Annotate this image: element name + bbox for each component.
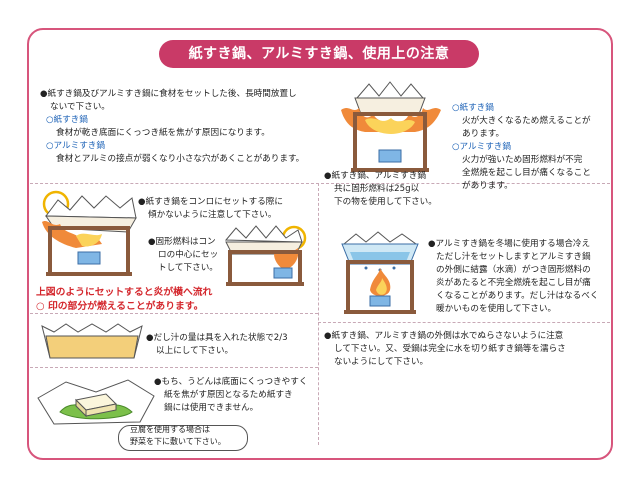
paper-pot-heading: ○紙すき鍋	[46, 115, 88, 125]
tilted-pot-illustration	[42, 190, 137, 276]
fuel-effects-notes: ○紙すき鍋 火が大きくなるため燃えることが あります。 ○アルミすき鍋 火力が強…	[452, 102, 591, 193]
mochi-udon-warning: ●もち、うどんは底面にくっつきやすく 紙を焦がす原因となるため紙すき 鍋には使用…	[154, 376, 307, 415]
text-line: ただし汁をセットしますとアルミすき鍋	[436, 252, 591, 262]
text-line: ロの中心にセッ	[158, 250, 219, 260]
divider	[318, 183, 319, 445]
broth-amount-note: ●だし汁の量は具を入れた状態で2/3 以上にして下さい。	[146, 332, 288, 358]
tofu-on-vegetables-illustration	[37, 379, 155, 425]
text-line: 野菜を下に敷いて下さい。	[130, 437, 226, 446]
aluminum-pot-condensation-illustration	[341, 231, 419, 314]
offset-fuel-pot-illustration	[224, 225, 307, 286]
text-line: ●アルミすき鍋を冬場に使用する場合冷え	[428, 239, 591, 249]
text-line: 食材が乾き底面にくっつき紙を焦がす原因になります。	[56, 128, 270, 138]
text-line: 豆腐を使用する場合は	[130, 425, 210, 434]
text-line: くなることがあります。だし汁はなるべく	[436, 291, 599, 301]
paper-pot-heading: ○紙すき鍋	[452, 103, 494, 113]
text-line: ●紙すき鍋及びアルミすき鍋に食材をセットした後、長時間放置し	[40, 89, 297, 99]
stove-big-flame-illustration	[341, 81, 441, 172]
page-title: 紙すき鍋、アルミすき鍋、使用上の注意	[159, 40, 479, 68]
text-line: ●紙すき鍋をコンロにセットする際に	[138, 197, 283, 207]
aluminum-pot-heading: ○アルミすき鍋	[46, 141, 105, 151]
divider	[30, 313, 318, 314]
text-line: トして下さい。	[158, 263, 218, 273]
text-line: 傾かないように注意して下さい。	[148, 210, 277, 220]
text-line: 鍋には使用できません。	[164, 403, 259, 413]
tofu-note-bubble	[118, 425, 248, 451]
fuel-size-notice: ●紙すき鍋、アルミすき鍋 共に固形燃料は25g以 下の物を使用して下さい。	[324, 170, 437, 209]
text-line: ないで下さい。	[50, 102, 110, 112]
text-line: 炎があたると不完全燃焼を起こし目が痛	[436, 278, 591, 288]
center-fuel-note: ●固形燃料はコン ロの中心にセッ トして下さい。	[148, 236, 218, 275]
divider	[318, 322, 610, 323]
warning-line: 上図のようにセットすると炎が横へ流れ	[36, 287, 213, 298]
text-line: ●もち、うどんは底面にくっつきやすく	[154, 377, 308, 387]
text-line: 紙を焦がす原因となるため紙すき	[164, 390, 293, 400]
text-line: して下さい。又、受鍋は完全に水を切り紙すき鍋等を濡らさ	[334, 344, 566, 354]
warning-line: ○ 印の部分が燃えることがあります。	[36, 301, 204, 312]
text-line: 火力が強いため固形燃料が不完	[462, 155, 583, 165]
broth-level-illustration	[41, 323, 143, 359]
text-line: ●紙すき鍋、アルミすき鍋の外側は水でぬらさないように注意	[324, 331, 564, 341]
text-line: ●紙すき鍋、アルミすき鍋	[324, 171, 426, 181]
text-line: 火が大きくなるため燃えることが	[462, 116, 591, 126]
text-line: 共に固形燃料は25g以	[334, 184, 420, 194]
text-line: 食材とアルミの接点が弱くなり小さな穴があくことがあります。	[56, 154, 305, 164]
text-line: ●だし汁の量は具を入れた状態で2/3	[146, 333, 288, 343]
text-line: ●固形燃料はコン	[148, 237, 216, 247]
text-line: 暖かいものを使用して下さい。	[436, 304, 557, 314]
text-line: 下の物を使用して下さい。	[334, 197, 437, 207]
text-line: 以上にして下さい。	[156, 346, 234, 356]
flame-side-warning: 上図のようにセットすると炎が横へ流れ ○ 印の部分が燃えることがあります。	[36, 286, 212, 314]
text-line: あります。	[462, 129, 505, 139]
divider	[30, 183, 610, 184]
tilt-warning: ●紙すき鍋をコンロにセットする際に 傾かないように注意して下さい。	[138, 196, 283, 222]
tofu-note: 豆腐を使用する場合は 野菜を下に敷いて下さい。	[130, 424, 226, 448]
winter-condensation-warning: ●アルミすき鍋を冬場に使用する場合冷え ただし汁をセットしますとアルミすき鍋 の…	[428, 238, 598, 316]
long-standing-warning: ●紙すき鍋及びアルミすき鍋に食材をセットした後、長時間放置し ないで下さい。 ○…	[40, 88, 304, 166]
text-line: ないようにして下さい。	[334, 357, 429, 367]
text-line: があります。	[462, 181, 513, 191]
aluminum-pot-heading: ○アルミすき鍋	[452, 142, 511, 152]
divider	[30, 367, 318, 368]
keep-dry-warning: ●紙すき鍋、アルミすき鍋の外側は水でぬらさないように注意 して下さい。又、受鍋は…	[324, 330, 566, 369]
text-line: 全燃焼を起こし目が痛くなること	[462, 168, 591, 178]
text-line: の外側に結露（水滴）がつき固形燃料の	[436, 265, 591, 275]
